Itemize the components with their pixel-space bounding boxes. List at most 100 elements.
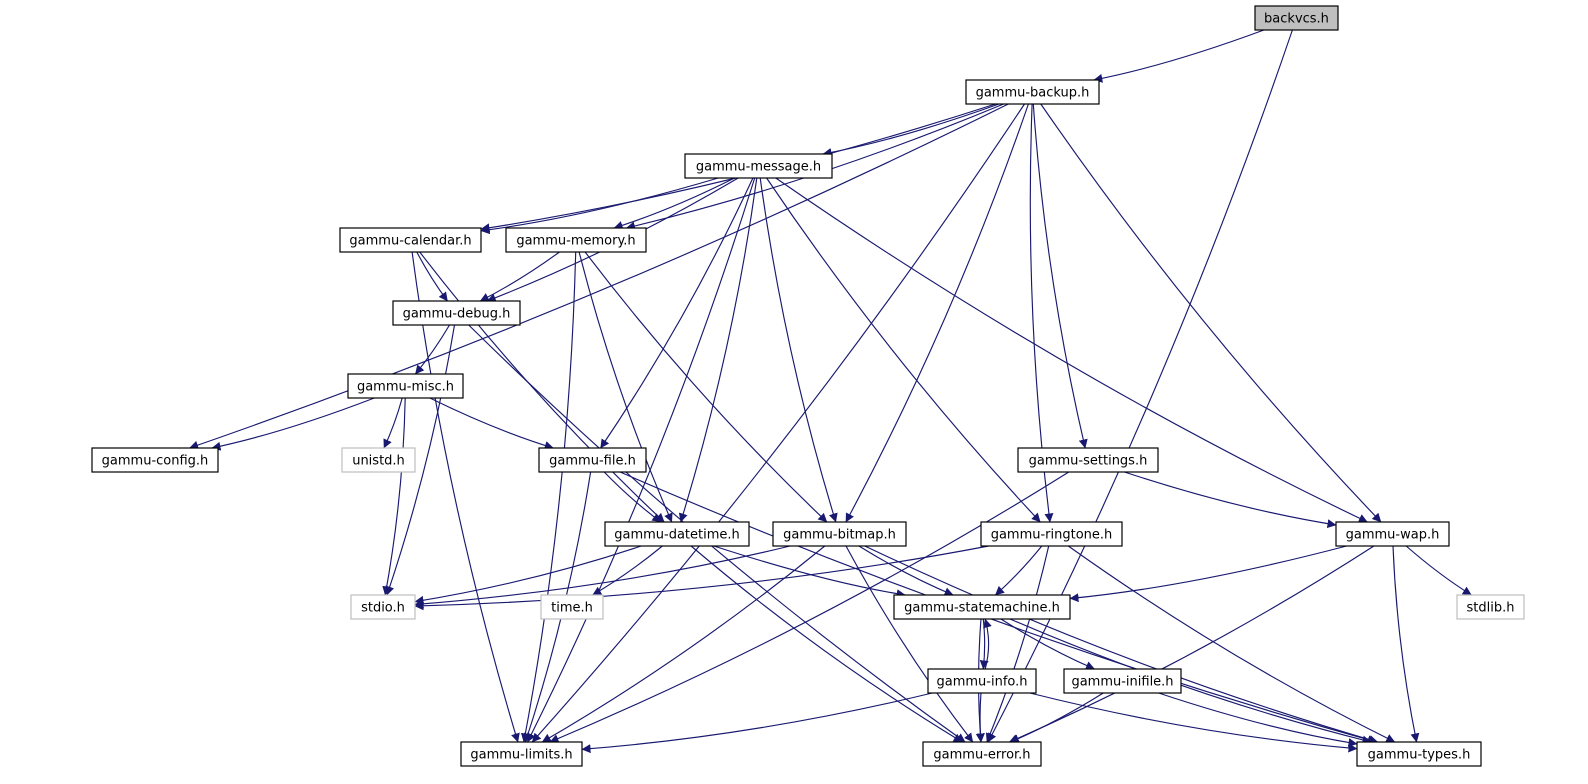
node-label-backvcs: backvcs.h (1264, 12, 1329, 27)
edge-memory-to-limits (520, 251, 577, 743)
node-box-debug (392, 300, 521, 326)
node-box-error (922, 741, 1042, 767)
node-box-file (538, 447, 647, 473)
node-box-wap (1335, 521, 1450, 547)
node-label-debug: gammu-debug.h (403, 307, 511, 322)
edge-bitmap-to-error (845, 545, 974, 743)
node-label-ringtone: gammu-ringtone.h (991, 528, 1113, 543)
edge-wap-to-stdlib (1405, 545, 1472, 596)
edge-message-to-wap (775, 177, 1368, 523)
node-label-stdlib: stdlib.h (1467, 601, 1515, 616)
node-box-backvcs (1254, 5, 1339, 31)
node-box-message (684, 153, 833, 179)
node-box-misc (347, 373, 464, 399)
node-label-misc: gammu-misc.h (357, 380, 454, 395)
node-box-time (540, 594, 604, 620)
dependency-edges (189, 29, 1472, 754)
node-label-calendar: gammu-calendar.h (349, 234, 471, 249)
node-box-datetime (604, 521, 750, 547)
node-label-time: time.h (551, 601, 593, 616)
node-wap[interactable]: gammu-wap.h (1335, 521, 1450, 547)
edge-calendar-to-datetime (419, 251, 665, 523)
node-calendar[interactable]: gammu-calendar.h (339, 227, 482, 253)
node-label-memory: gammu-memory.h (516, 234, 635, 249)
edge-message-to-limits (526, 177, 756, 743)
edge-info-to-types (1029, 692, 1358, 753)
node-label-message: gammu-message.h (696, 160, 821, 175)
node-message[interactable]: gammu-message.h (684, 153, 833, 179)
edge-wap-to-error (1008, 545, 1375, 743)
node-backup[interactable]: gammu-backup.h (965, 79, 1100, 105)
edge-message-to-ringtone (766, 177, 1041, 523)
edge-info-to-error (975, 692, 985, 743)
node-box-settings (1017, 447, 1159, 473)
node-settings[interactable]: gammu-settings.h (1017, 447, 1159, 473)
edge-statemachine-to-info (979, 618, 989, 670)
edge-inifile-to-types (1158, 692, 1358, 747)
node-misc[interactable]: gammu-misc.h (347, 373, 464, 399)
node-debug[interactable]: gammu-debug.h (392, 300, 521, 326)
node-types[interactable]: gammu-types.h (1356, 741, 1482, 767)
node-box-calendar (339, 227, 482, 253)
node-label-limits: gammu-limits.h (470, 748, 572, 763)
node-box-limits (460, 741, 583, 767)
edge-info-to-limits (581, 692, 933, 754)
edge-calendar-to-debug (416, 251, 448, 302)
edge-bitmap-to-stdio (414, 545, 791, 609)
node-label-config: gammu-config.h (102, 454, 209, 469)
node-stdlib[interactable]: stdlib.h (1456, 594, 1525, 620)
edge-info-to-statemachine (983, 618, 992, 670)
edge-misc-to-stdio (382, 397, 406, 596)
edge-misc-to-file (429, 397, 554, 450)
node-label-wap: gammu-wap.h (1346, 528, 1440, 543)
node-box-inifile (1063, 668, 1182, 694)
edge-datetime-to-stdio (414, 545, 642, 605)
node-label-settings: gammu-settings.h (1029, 454, 1148, 469)
node-stdio[interactable]: stdio.h (350, 594, 416, 620)
node-ringtone[interactable]: gammu-ringtone.h (980, 521, 1123, 547)
node-label-types: gammu-types.h (1368, 748, 1471, 763)
edge-debug-to-stdio (385, 324, 456, 596)
node-box-bitmap (772, 521, 907, 547)
edge-message-to-bitmap (759, 177, 838, 523)
edge-message-to-datetime (678, 177, 758, 523)
node-unistd[interactable]: unistd.h (341, 447, 416, 473)
node-statemachine[interactable]: gammu-statemachine.h (893, 594, 1071, 620)
edge-backup-to-settings (1032, 103, 1088, 449)
edge-ringtone-to-error (985, 545, 1050, 743)
edge-bitmap-to-types (864, 545, 1379, 744)
node-label-error: gammu-error.h (933, 748, 1030, 763)
node-backvcs[interactable]: backvcs.h (1254, 5, 1339, 31)
node-info[interactable]: gammu-info.h (927, 668, 1037, 694)
node-memory[interactable]: gammu-memory.h (505, 227, 647, 253)
node-error[interactable]: gammu-error.h (922, 741, 1042, 767)
node-box-info (927, 668, 1037, 694)
node-datetime[interactable]: gammu-datetime.h (604, 521, 750, 547)
edge-wap-to-statemachine (1069, 545, 1347, 603)
node-config[interactable]: gammu-config.h (91, 447, 219, 473)
node-file[interactable]: gammu-file.h (538, 447, 647, 473)
edge-wap-to-types (1392, 545, 1420, 743)
node-box-statemachine (893, 594, 1071, 620)
edge-debug-to-misc (414, 324, 450, 375)
edge-settings-to-wap (1124, 471, 1337, 529)
node-limits[interactable]: gammu-limits.h (460, 741, 583, 767)
node-box-backup (965, 79, 1100, 105)
node-label-bitmap: gammu-bitmap.h (783, 528, 896, 543)
edge-bitmap-to-statemachine (858, 545, 954, 596)
edge-message-to-memory (613, 177, 735, 230)
edge-memory-to-bitmap (584, 251, 828, 523)
node-inifile[interactable]: gammu-inifile.h (1063, 668, 1182, 694)
node-box-memory (505, 227, 647, 253)
edge-file-to-types (619, 471, 1377, 745)
node-bitmap[interactable]: gammu-bitmap.h (772, 521, 907, 547)
node-time[interactable]: time.h (540, 594, 604, 620)
edge-backup-to-bitmap (845, 103, 1029, 523)
edge-ringtone-to-types (1067, 545, 1396, 743)
node-label-unistd: unistd.h (352, 454, 405, 469)
edge-misc-to-config (211, 397, 375, 451)
node-box-config (91, 447, 219, 473)
node-box-stdlib (1456, 594, 1525, 620)
edge-inifile-to-error (1009, 692, 1104, 743)
edge-ringtone-to-statemachine (995, 545, 1043, 596)
